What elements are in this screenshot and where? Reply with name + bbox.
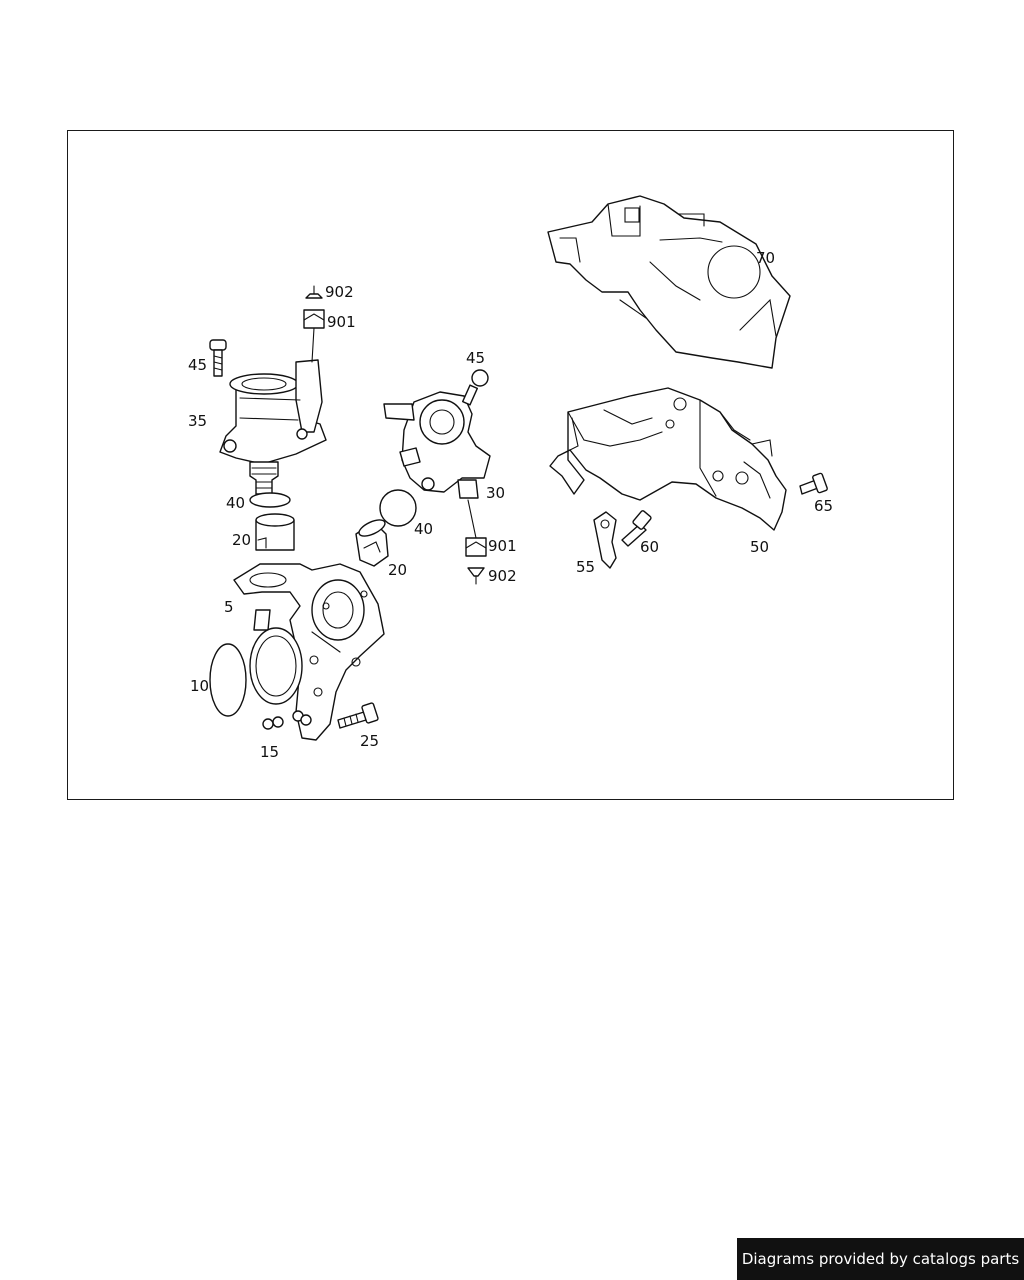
label-20-left: 20 [232,531,251,549]
credit-footer: Diagrams provided by catalogs parts [737,1238,1024,1280]
label-50: 50 [750,538,769,556]
part-25-bolt[interactable] [337,702,379,729]
diagram-frame [67,130,954,800]
part-35-fuel-pump[interactable] [219,359,327,495]
part-5-housing[interactable] [233,563,385,741]
part-50-heat-shield[interactable] [549,387,787,531]
part-10-seal-ring[interactable] [209,643,247,717]
part-30-fuel-pump[interactable] [383,391,491,499]
label-5: 5 [224,598,234,616]
label-10: 10 [190,677,209,695]
label-902-right: 902 [488,567,517,585]
label-35: 35 [188,412,207,430]
part-902-cap-right[interactable] [467,567,485,585]
part-20-tappet-right[interactable] [355,517,389,567]
label-65: 65 [814,497,833,515]
part-10-flange[interactable] [249,627,303,705]
part-55-bracket[interactable] [593,511,617,569]
part-45-bolt-left[interactable] [209,339,227,377]
part-901-connector-left[interactable] [303,309,325,363]
label-20-right: 20 [388,561,407,579]
label-45-right: 45 [466,349,485,367]
label-30: 30 [486,484,505,502]
label-70: 70 [756,249,775,267]
label-15: 15 [260,743,279,761]
label-45-left: 45 [188,356,207,374]
label-902-left: 902 [325,283,354,301]
part-70-heat-shield[interactable] [547,195,791,369]
part-902-cap-left[interactable] [305,285,323,299]
label-40-left: 40 [226,494,245,512]
part-901-connector-right[interactable] [465,499,487,557]
part-15-rings[interactable] [262,710,312,730]
label-25: 25 [360,732,379,750]
label-901-left: 901 [327,313,356,331]
label-55: 55 [576,558,595,576]
part-65-bolt[interactable] [799,472,828,495]
label-901-right: 901 [488,537,517,555]
part-45-bolt-right[interactable] [461,369,489,406]
label-60: 60 [640,538,659,556]
part-60-bolt[interactable] [621,510,652,547]
part-40-seal-left[interactable] [249,492,291,508]
part-20-tappet-left[interactable] [255,513,295,551]
part-40-seal-right[interactable] [379,489,417,527]
label-40-right: 40 [414,520,433,538]
